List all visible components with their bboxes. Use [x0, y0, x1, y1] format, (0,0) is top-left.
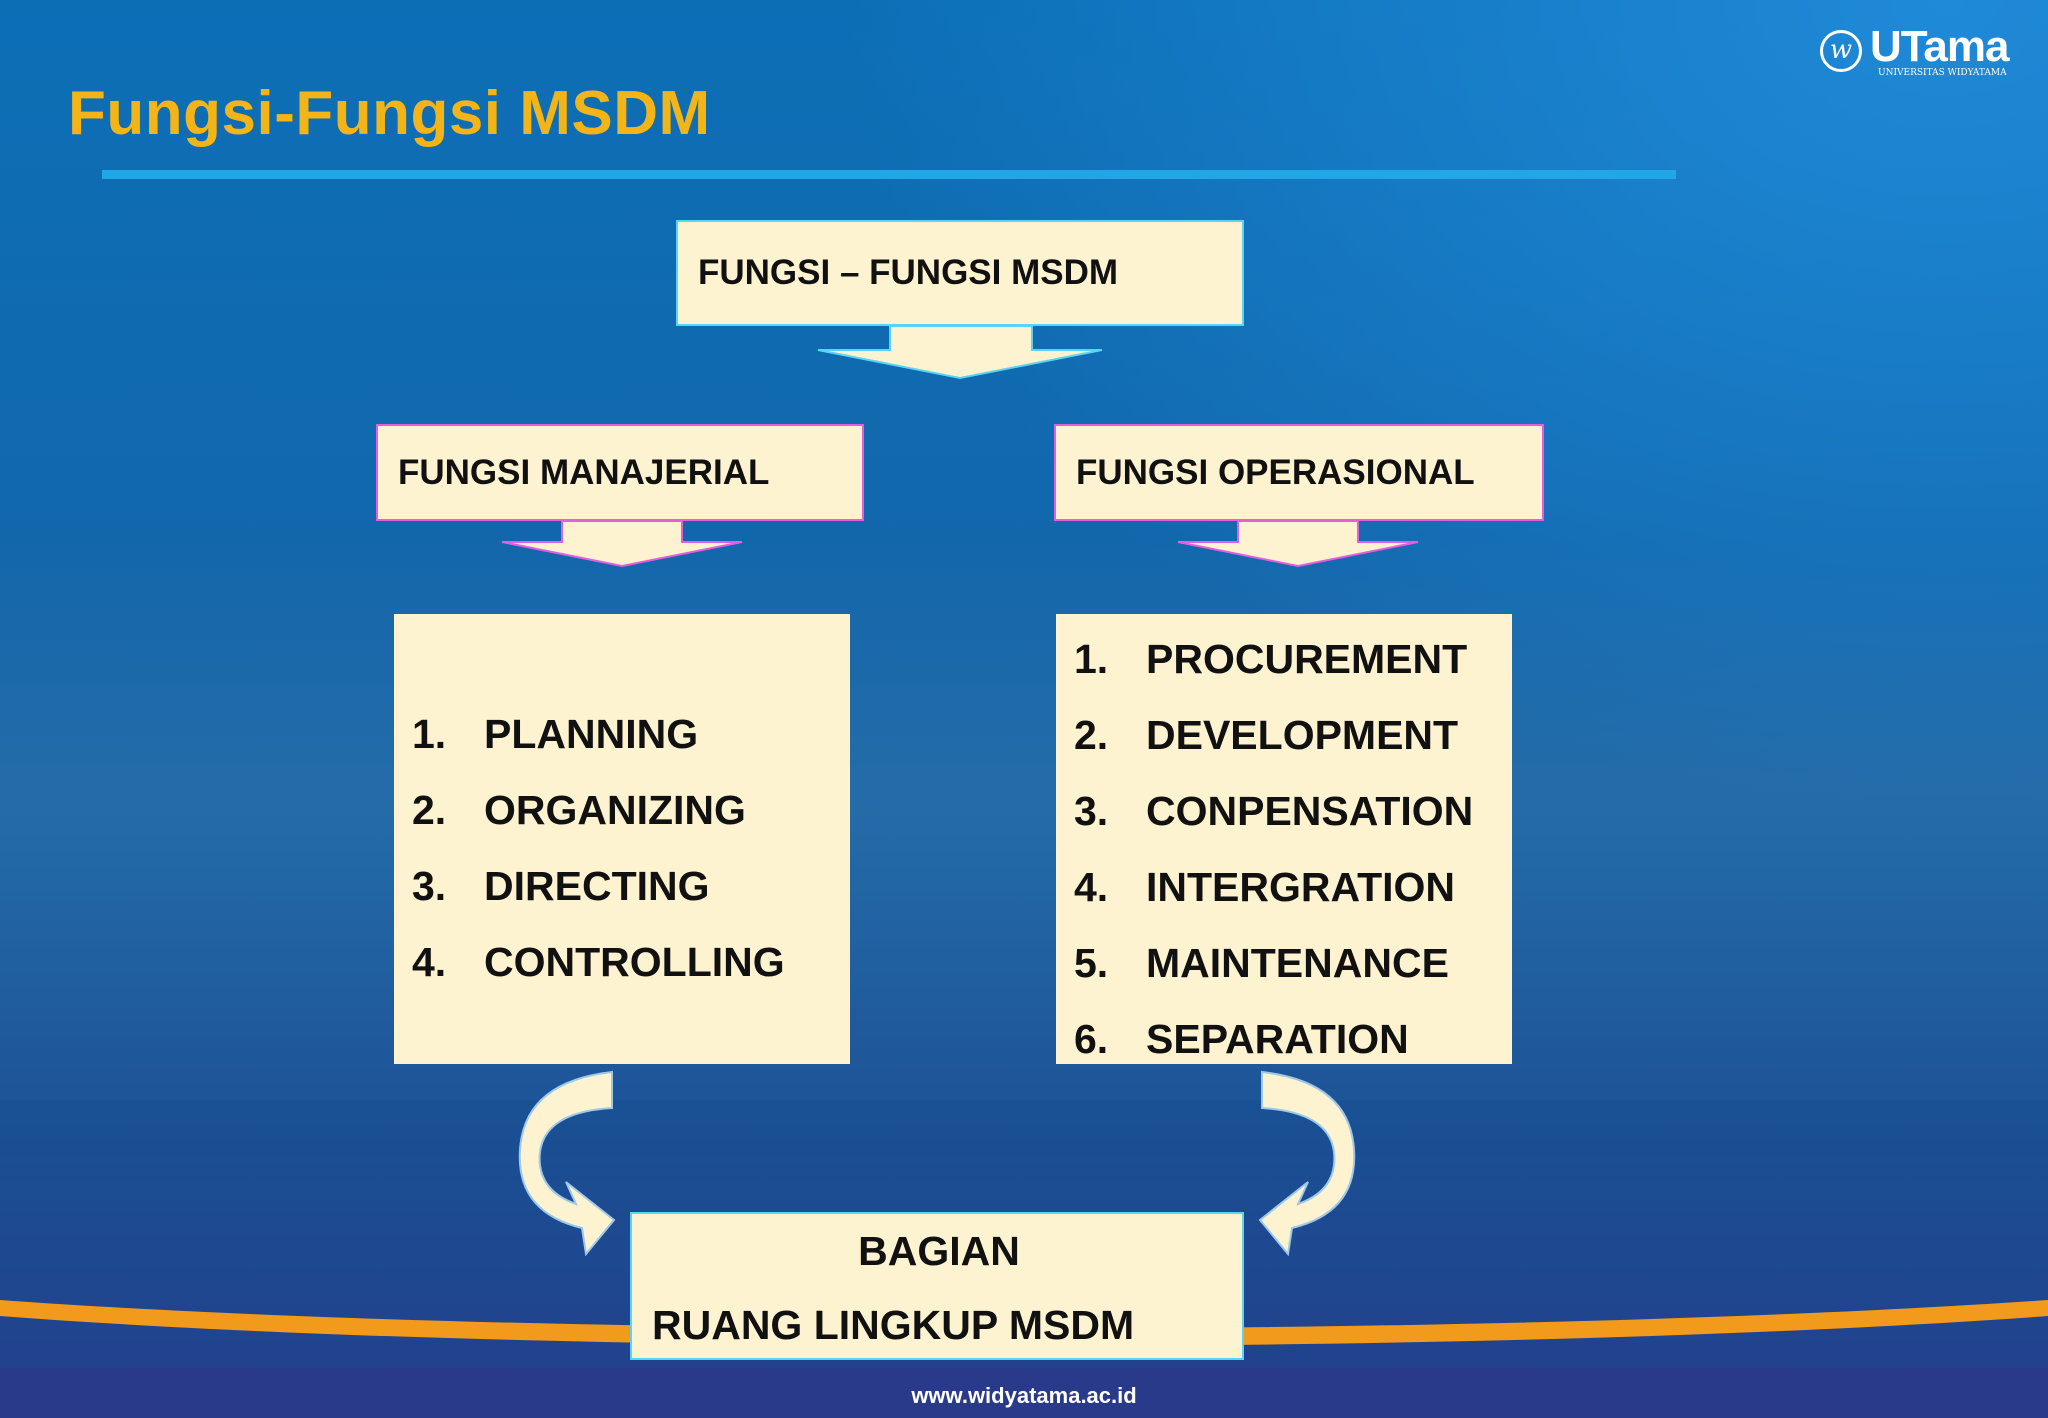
- list-item: 4. INTERGRATION: [1074, 849, 1473, 925]
- list-item: 4. CONTROLLING: [412, 924, 785, 1000]
- managerial-functions-list: 1. PLANNING 2. ORGANIZING 3. DIRECTING 4. CO…: [394, 614, 850, 1064]
- orange-swoosh: [0, 1300, 2048, 1346]
- item-label: CONPENSATION: [1146, 788, 1474, 834]
- left-down-arrow-icon: [501, 520, 743, 568]
- item-label: DIRECTING: [484, 863, 710, 909]
- list-item: 2. ORGANIZING: [412, 772, 785, 848]
- bottom-box-line2: RUANG LINGKUP MSDM: [652, 1302, 1135, 1348]
- logo-name: UTama: [1870, 22, 2009, 71]
- title-underline: [102, 170, 1676, 179]
- list-item: 1. PLANNING: [412, 696, 785, 772]
- slide-title: Fungsi-Fungsi MSDM: [68, 79, 711, 148]
- box-fungsi-operasional: FUNGSI OPERASIONAL: [1054, 424, 1544, 521]
- bottom-box-line1: BAGIAN: [858, 1228, 1020, 1274]
- list-item: 6. SEPARATION: [1074, 1001, 1473, 1077]
- background-haze: [0, 540, 2048, 1100]
- item-number: 3.: [412, 863, 447, 909]
- item-label: CONTROLLING: [484, 939, 785, 985]
- item-label: PROCUREMENT: [1146, 636, 1468, 682]
- right-curved-arrow-icon: [1258, 1070, 1356, 1257]
- logo-mark-icon: w: [1820, 30, 1862, 72]
- footer-bar: [0, 1368, 2048, 1418]
- footer-url: www.widyatama.ac.id: [911, 1383, 1137, 1408]
- left-curved-arrow-icon: [518, 1070, 616, 1257]
- item-label: ORGANIZING: [484, 787, 746, 833]
- list-item: 3. DIRECTING: [412, 848, 785, 924]
- item-number: 1.: [1074, 636, 1109, 682]
- utama-logo: w UTama UNIVERSITAS WIDYATAMA: [1820, 22, 2030, 84]
- item-number: 2.: [1074, 712, 1109, 758]
- list-item: 5. MAINTENANCE: [1074, 925, 1473, 1001]
- item-number: 4.: [412, 939, 447, 985]
- logo-subtitle: UNIVERSITAS WIDYATAMA: [1878, 68, 2007, 78]
- top-down-arrow-icon: [817, 325, 1103, 380]
- item-label: DEVELOPMENT: [1146, 712, 1459, 758]
- list-item: 2. DEVELOPMENT: [1074, 697, 1473, 773]
- item-label: SEPARATION: [1146, 1016, 1409, 1062]
- box-fungsi-msdm: FUNGSI – FUNGSI MSDM: [676, 220, 1244, 326]
- item-number: 4.: [1074, 864, 1109, 910]
- operational-functions-list: 1. PROCUREMENT 2. DEVELOPMENT 3. CONPENSATI…: [1056, 614, 1512, 1064]
- list-item: 1. PROCUREMENT: [1074, 621, 1473, 697]
- box-ruang-lingkup: BAGIAN RUANG LINGKUP MSDM: [630, 1212, 1244, 1360]
- item-label: INTERGRATION: [1146, 864, 1456, 910]
- item-label: PLANNING: [484, 711, 699, 757]
- item-number: 2.: [412, 787, 447, 833]
- item-number: 1.: [412, 711, 447, 757]
- list-item: 3. CONPENSATION: [1074, 773, 1473, 849]
- item-label: MAINTENANCE: [1146, 940, 1449, 986]
- right-down-arrow-icon: [1177, 520, 1419, 568]
- item-number: 6.: [1074, 1016, 1109, 1062]
- item-number: 3.: [1074, 788, 1109, 834]
- item-number: 5.: [1074, 940, 1109, 986]
- box-fungsi-manajerial: FUNGSI MANAJERIAL: [376, 424, 864, 521]
